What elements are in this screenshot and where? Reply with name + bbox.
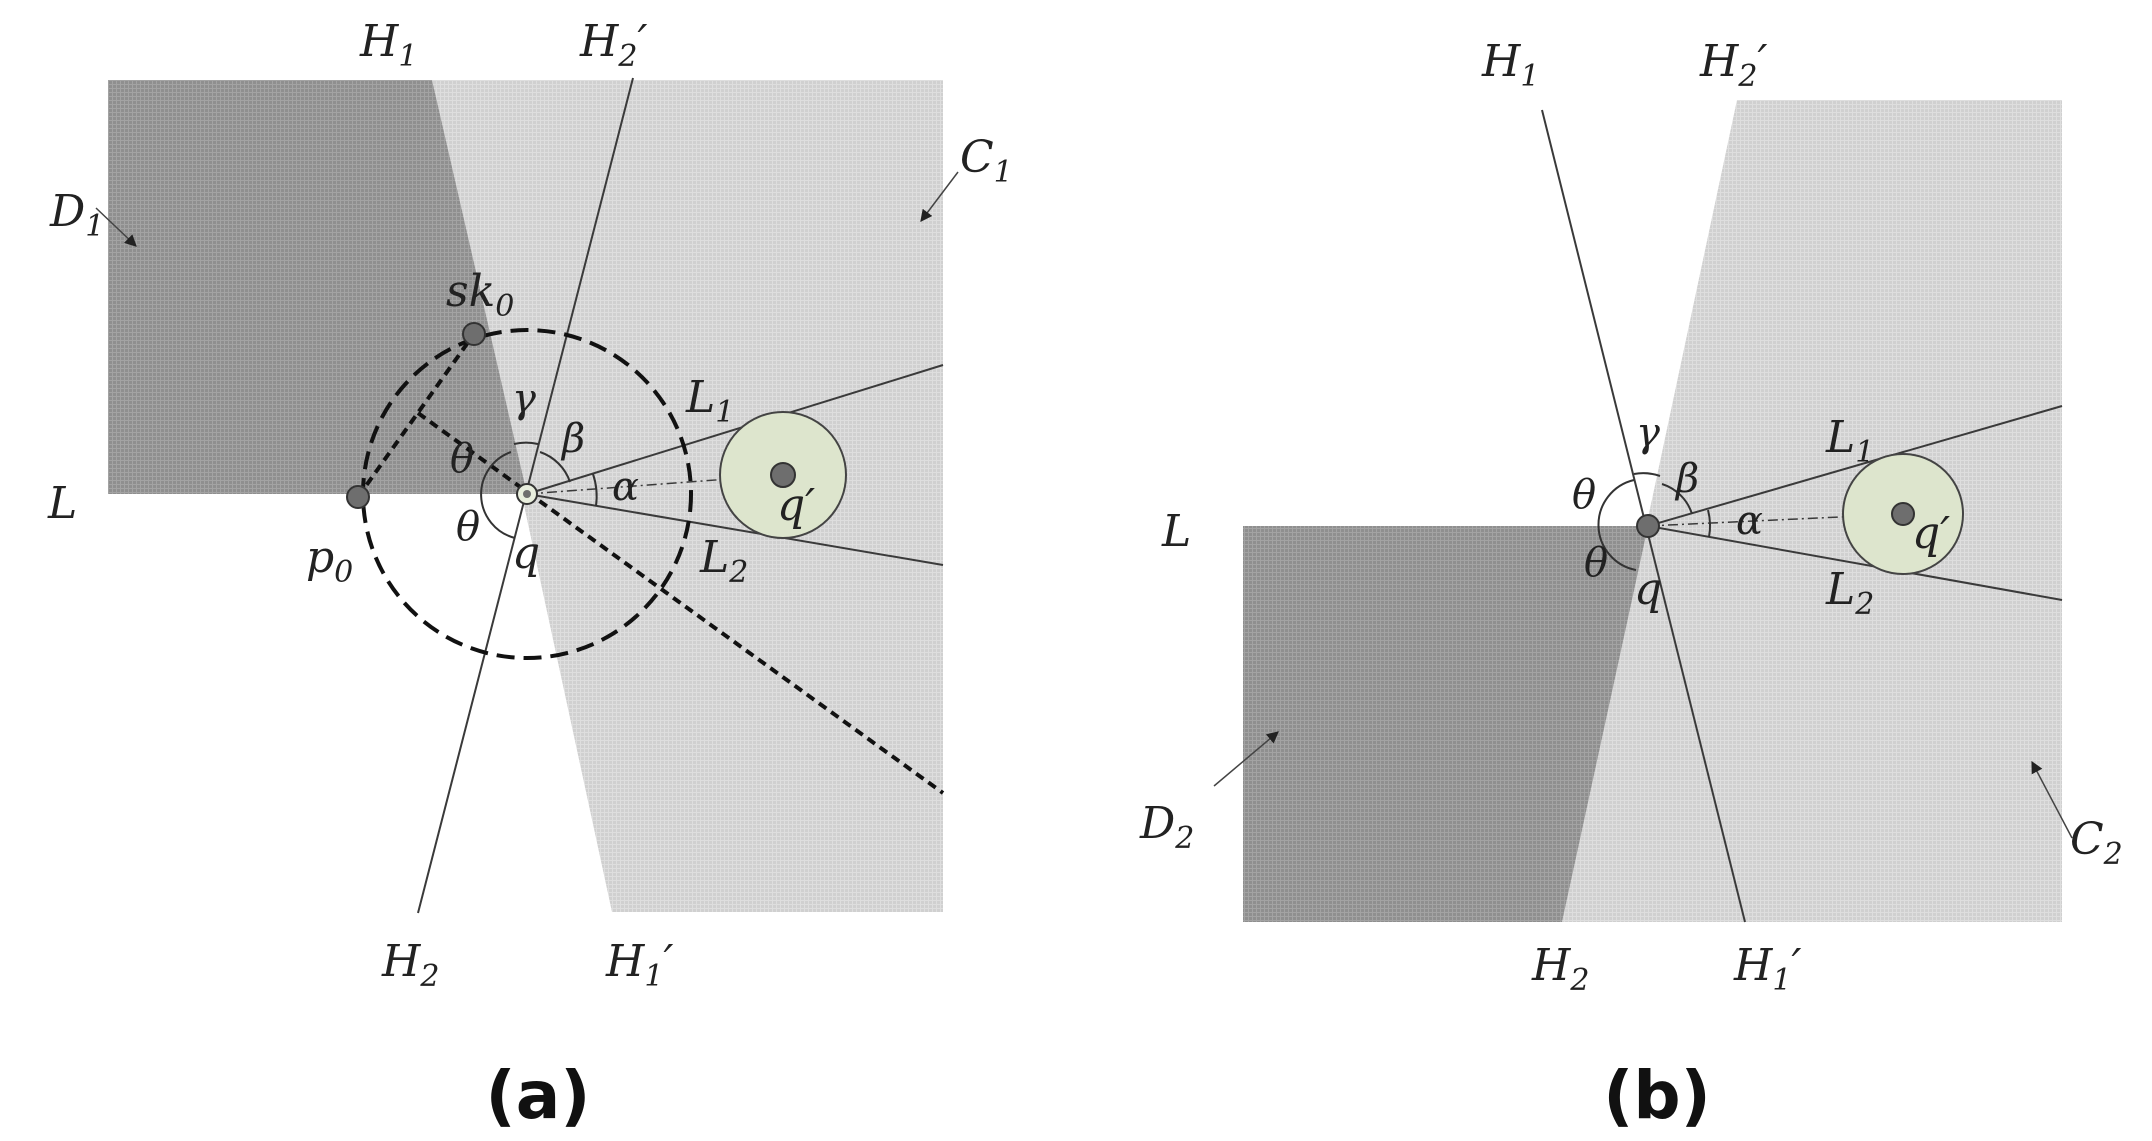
label-alpha: α <box>1736 498 1763 544</box>
label-q: q <box>512 528 540 579</box>
line-q-qprime <box>1647 513 1904 527</box>
label-h2: H2 <box>381 936 439 994</box>
dashed-bisector <box>416 411 945 795</box>
label-sk0: sk0 <box>446 266 514 324</box>
label-d1: D1 <box>49 186 104 244</box>
angle-arc-alpha <box>592 473 598 507</box>
label-h2prime: H2′ <box>1699 36 1767 94</box>
label-l: L <box>1161 506 1191 557</box>
point-q-center <box>523 490 531 498</box>
line-q-qprime <box>526 474 784 495</box>
label-h1prime: H1′ <box>1733 940 1801 998</box>
label-h1: H1 <box>1481 36 1539 94</box>
point-q <box>1636 514 1660 538</box>
label-qprime: q′ <box>1912 508 1950 559</box>
angle-arc-theta <box>480 451 516 539</box>
label-l1: L1 <box>685 372 734 430</box>
line-l1 <box>526 364 944 495</box>
arrow-d2 <box>1213 731 1279 787</box>
label-l1: L1 <box>1825 412 1874 470</box>
angle-arc-beta <box>539 451 571 483</box>
label-qprime: q′ <box>777 480 815 531</box>
label-d2: D2 <box>1139 798 1194 856</box>
line-l1 <box>1647 405 2063 527</box>
region-d1 <box>108 80 527 494</box>
label-theta-top: θ <box>1572 472 1596 518</box>
qprime-point <box>1891 502 1915 526</box>
angle-arc-gamma <box>513 441 539 445</box>
region-d2 <box>1243 526 1648 922</box>
label-l: L <box>47 478 77 529</box>
label-h2: H2 <box>1531 940 1589 998</box>
label-theta-top: θ <box>450 436 474 482</box>
line-l2 <box>1647 525 2063 601</box>
label-h1: H1 <box>359 16 417 74</box>
region-c2 <box>1562 100 2062 922</box>
point-p0 <box>346 485 370 509</box>
point-sk0 <box>462 322 486 346</box>
label-c2: C2 <box>2070 814 2123 872</box>
angle-arc-theta <box>1597 479 1637 571</box>
label-l2: L2 <box>699 532 748 590</box>
label-c1: C1 <box>960 132 1013 190</box>
angle-arc-gamma <box>1633 472 1661 477</box>
arrow-d1 <box>95 207 137 247</box>
label-theta-bottom: θ <box>1584 540 1608 586</box>
label-alpha: α <box>612 464 639 510</box>
region-c1 <box>432 80 943 912</box>
angle-arc-beta <box>1661 483 1693 515</box>
label-p0: p0 <box>306 532 353 590</box>
label-beta: β <box>560 416 585 462</box>
label-gamma: γ <box>512 376 536 422</box>
panel-b: H1 H2′ L L1 L2 γ β θ θ α q q′ D2 C2 H2 H… <box>1139 36 2123 1134</box>
caption-b: (b) <box>1603 1057 1711 1134</box>
dashed-p0-sk0 <box>356 332 476 499</box>
qprime-point <box>770 462 796 488</box>
label-q: q <box>1634 564 1662 615</box>
label-h2prime: H2′ <box>579 16 647 74</box>
label-h1prime: H1′ <box>605 936 673 994</box>
label-l2: L2 <box>1825 564 1874 622</box>
angle-arc-alpha <box>1707 509 1712 538</box>
panel-a: H1 H2′ C1 D1 sk0 L L1 L2 γ β θ θ α q q′ … <box>47 16 1013 1134</box>
label-theta-bottom: θ <box>456 504 480 550</box>
label-gamma: γ <box>1636 410 1660 456</box>
label-beta: β <box>1674 456 1699 502</box>
caption-a: (a) <box>486 1057 591 1134</box>
arrow-c2 <box>2031 760 2073 839</box>
arrow-c1 <box>920 171 959 222</box>
